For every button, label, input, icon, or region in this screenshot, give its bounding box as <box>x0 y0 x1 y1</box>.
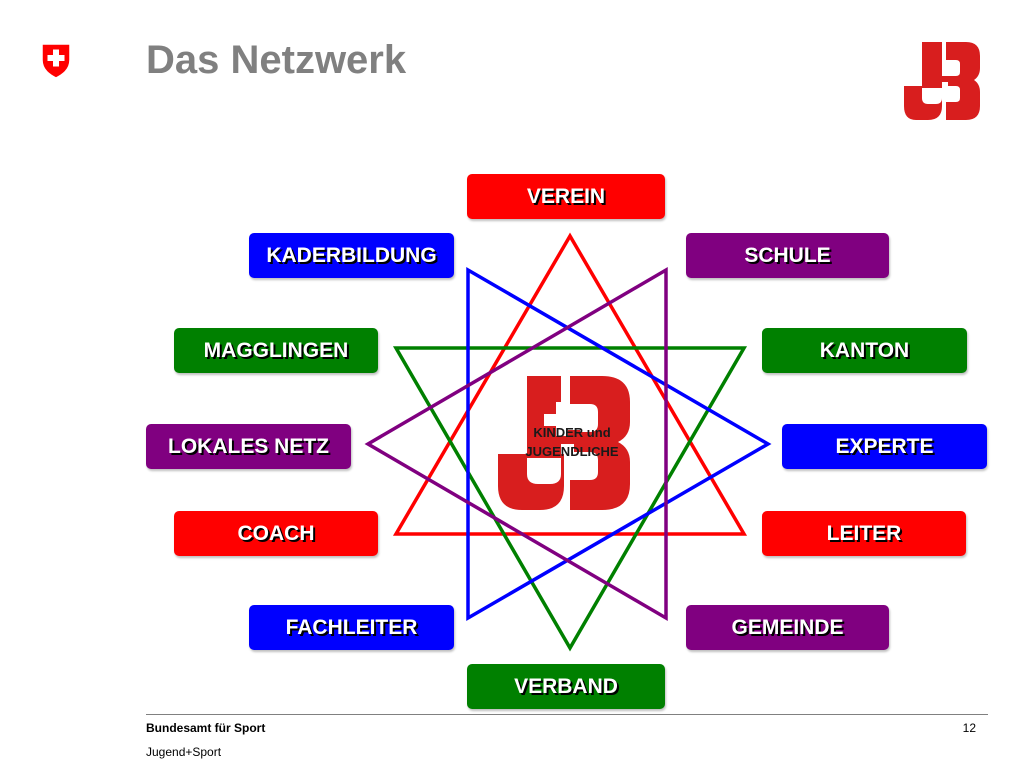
red-triangle <box>392 232 748 536</box>
page-number: 12 <box>962 721 976 735</box>
jugend-sport-logo-icon <box>494 370 636 516</box>
node-coach: COACH <box>174 511 378 556</box>
jugend-sport-logo-icon <box>904 42 980 120</box>
node-leiter: LEITER <box>762 511 966 556</box>
node-schule: SCHULE <box>686 233 889 278</box>
footer-subtitle: Jugend+Sport <box>146 745 222 759</box>
node-verband: VERBAND <box>467 664 665 709</box>
node-verein: VEREIN <box>467 174 665 219</box>
node-experte: EXPERTE <box>782 424 987 469</box>
node-magglingen: MAGGLINGEN <box>174 328 378 373</box>
swiss-coat-of-arms-icon <box>41 43 71 79</box>
green-triangle <box>392 346 748 652</box>
center-label: KINDER und JUGENDLICHE <box>490 423 654 461</box>
node-kanton: KANTON <box>762 328 967 373</box>
node-fachleiter: FACHLEITER <box>249 605 454 650</box>
node-kaderbildung: KADERBILDUNG <box>249 233 454 278</box>
footer-organization: Bundesamt für Sport <box>146 721 266 735</box>
center-label-line1: KINDER und <box>533 425 611 440</box>
center-label-line2: JUGENDLICHE <box>525 444 619 459</box>
node-lokales-netz: LOKALES NETZ <box>146 424 351 469</box>
purple-triangle <box>364 266 668 622</box>
blue-triangle <box>466 266 772 622</box>
node-gemeinde: GEMEINDE <box>686 605 889 650</box>
page-title: Das Netzwerk <box>146 38 407 82</box>
footer-divider <box>146 714 988 715</box>
